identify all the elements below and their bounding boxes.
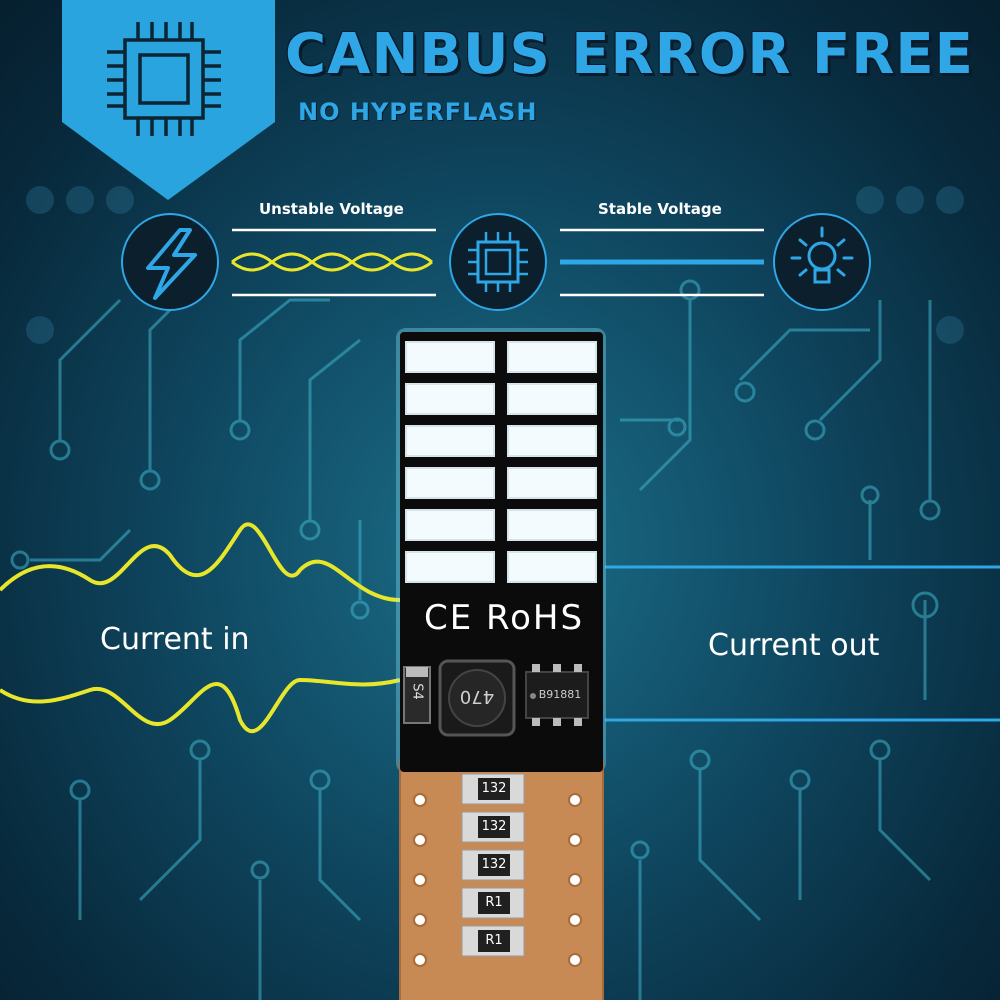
resistor-label: 132 xyxy=(481,857,507,872)
resistor-label: R1 xyxy=(485,895,503,910)
unstable-voltage-label: Unstable Voltage xyxy=(259,200,404,218)
certification-text: CE RoHS xyxy=(423,598,585,638)
page-subtitle: NO HYPERFLASH xyxy=(298,98,538,126)
stable-voltage-label: Stable Voltage xyxy=(598,200,722,218)
page-title: CANBUS ERROR FREE xyxy=(285,22,974,87)
inductor-marking: 470 xyxy=(459,686,495,707)
current-in-label: Current in xyxy=(100,622,250,657)
resistor-label: R1 xyxy=(485,933,503,948)
resistor-label: 132 xyxy=(481,819,507,834)
diode-marking: S4 xyxy=(409,683,425,700)
current-out-label: Current out xyxy=(708,628,880,663)
resistor-label: 132 xyxy=(481,781,507,796)
chip-marking: B91881 xyxy=(538,688,582,701)
